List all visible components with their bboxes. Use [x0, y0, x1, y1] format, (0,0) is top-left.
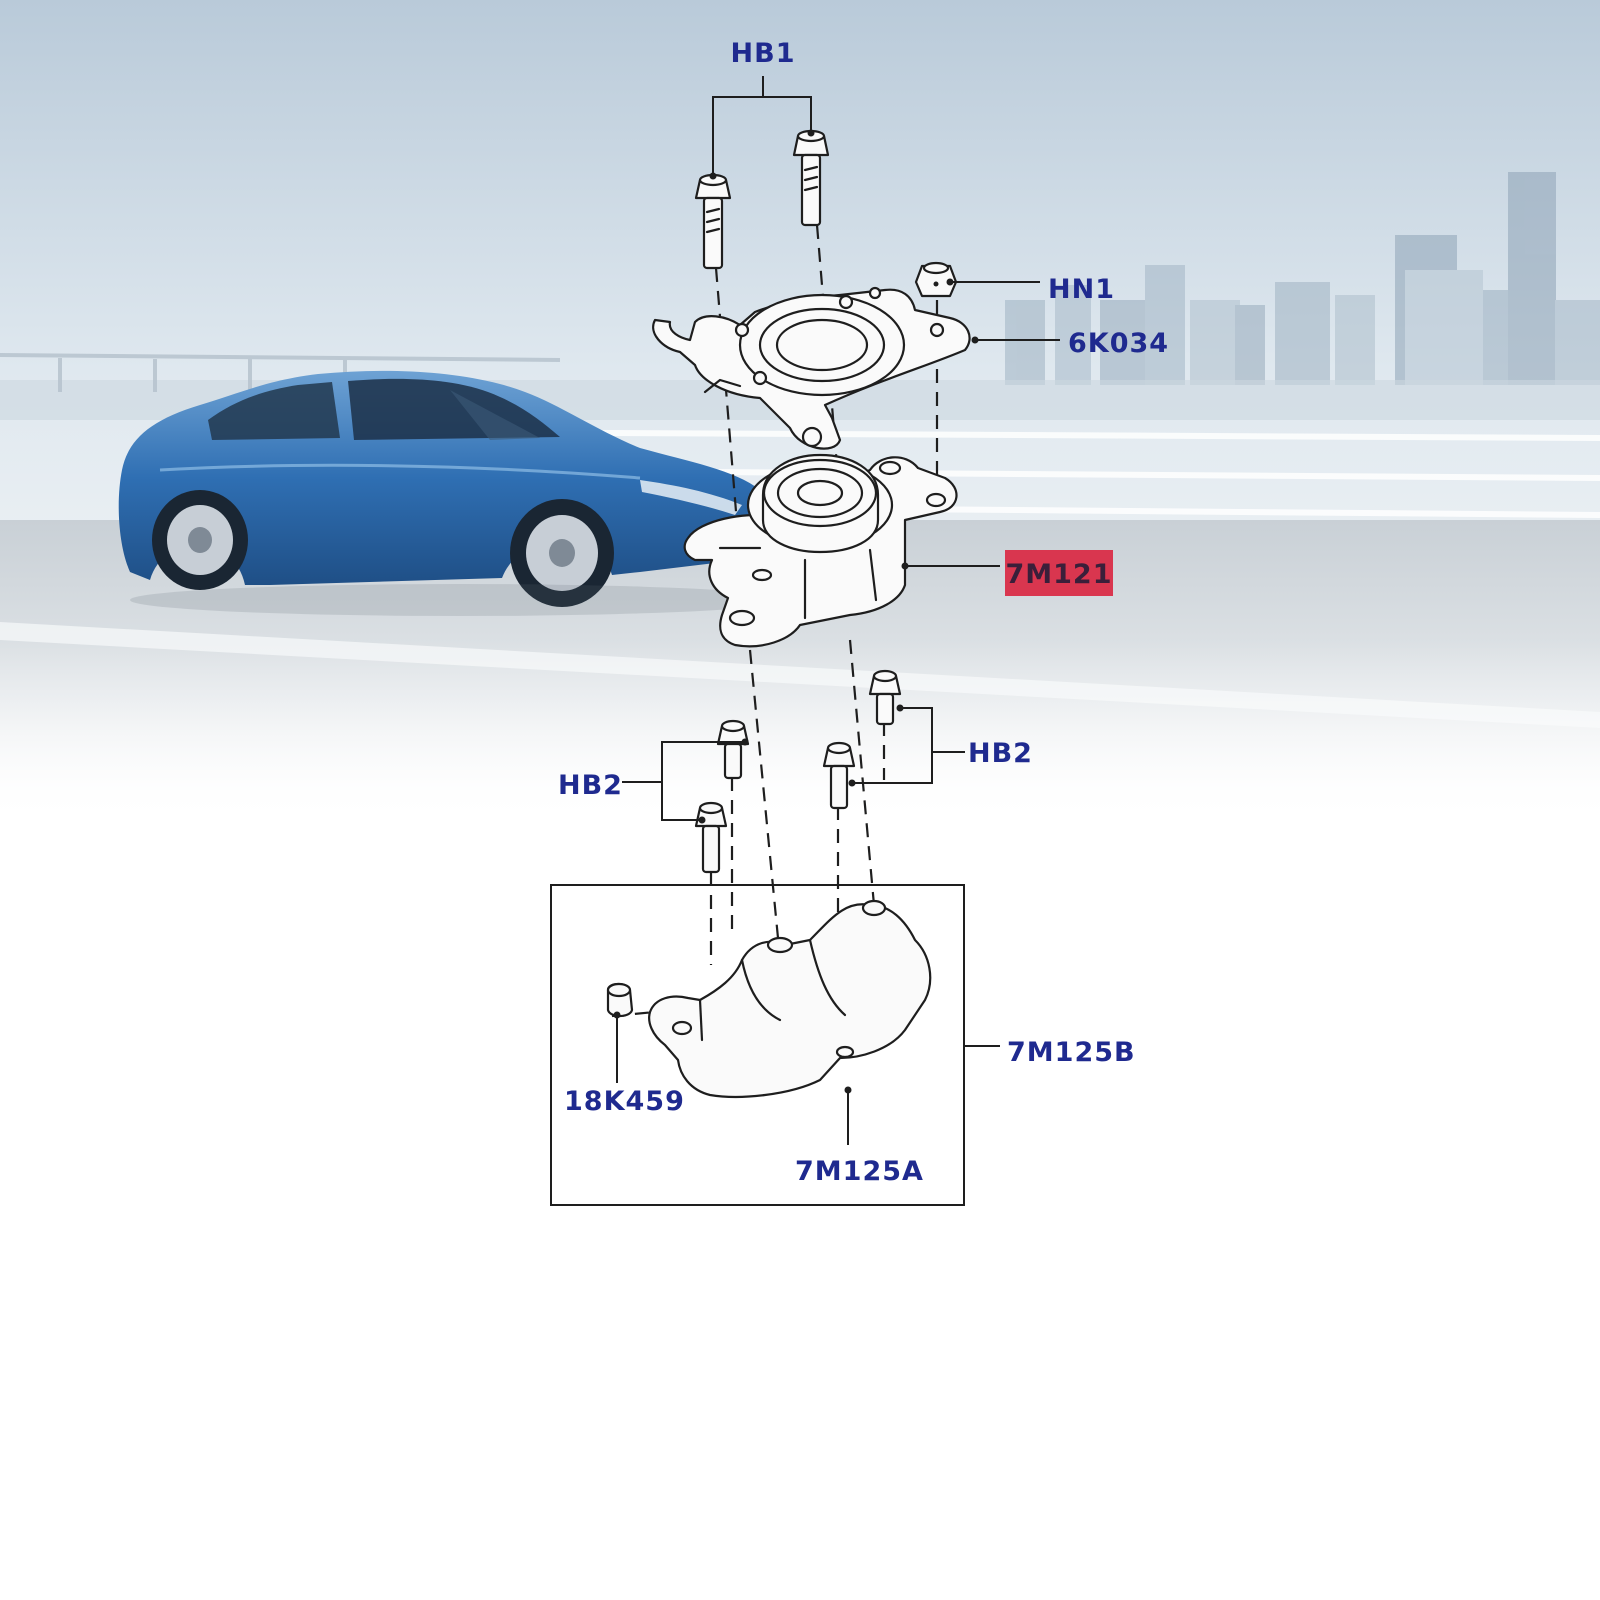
label-7m121: 7M121	[1005, 559, 1112, 590]
distant-bridge	[0, 353, 561, 392]
city-skyline	[1005, 172, 1600, 385]
engine-mount-7m121	[683, 453, 958, 648]
nut-18k459	[606, 982, 634, 1018]
blue-sedan-car	[118, 370, 790, 616]
label-6k034: 6K034	[1068, 328, 1169, 359]
highlight-box-7m121	[1005, 550, 1113, 596]
leader-dots	[613, 129, 979, 1094]
bolt-hb1-left	[694, 173, 732, 270]
bracket-7m125a	[648, 899, 932, 1098]
nut-hn1	[914, 261, 958, 298]
bolt-hb2-upper-right	[868, 669, 902, 726]
bracket-6k034	[652, 286, 971, 450]
label-hb2-right: HB2	[968, 738, 1033, 769]
bolt-hb2-lower-left	[694, 801, 728, 874]
label-7m125a: 7M125A	[795, 1156, 924, 1187]
part-labels: HB1 HN1 6K034 7M121 HB2 HB2 7M125B 18K45…	[558, 38, 1169, 1187]
bolt-hb1-right	[792, 129, 830, 227]
label-7m125b: 7M125B	[1007, 1037, 1136, 1068]
leader-lines	[616, 76, 1060, 1145]
label-18k459: 18K459	[564, 1086, 685, 1117]
label-hb1: HB1	[731, 38, 796, 69]
label-hb2-left: HB2	[558, 770, 623, 801]
bolt-hb2-upper-left	[716, 719, 750, 780]
bolt-hb2-lower-right	[822, 741, 856, 810]
label-hn1: HN1	[1048, 274, 1115, 305]
